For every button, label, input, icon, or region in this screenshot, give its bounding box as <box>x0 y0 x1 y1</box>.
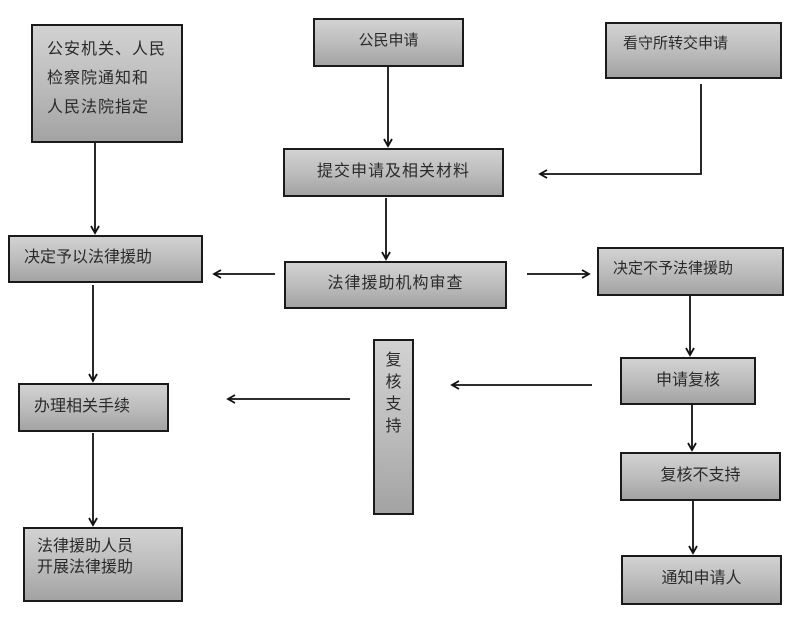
node-label: 决定不予法律援助 <box>613 259 734 277</box>
node-label: 申请复核 <box>655 370 720 389</box>
node-label: 法律援助机构审查 <box>327 273 464 292</box>
node-label: 看守所转交申请 <box>623 34 729 52</box>
node-line: 法律援助人员 <box>37 536 134 555</box>
node-line: 人民法院指定 <box>47 97 150 116</box>
node-label: 提交申请及相关材料 <box>316 161 470 180</box>
node-notify-applicant: 通知申请人 <box>621 555 782 605</box>
node-agency-review: 法律援助机构审查 <box>284 261 507 309</box>
node-detention-center-transfer: 看守所转交申请 <box>605 22 782 79</box>
arrow-detention-to-submit <box>538 84 702 179</box>
node-notified-by-authorities: 公安机关、人民 检察院通知和 人民法院指定 <box>31 24 183 143</box>
node-label: 办理相关手续 <box>34 396 131 415</box>
node-apply-review: 申请复核 <box>620 357 756 405</box>
node-line: 开展法律援助 <box>37 557 134 576</box>
node-label: 通知申请人 <box>661 568 742 587</box>
node-char: 持 <box>385 416 402 435</box>
node-char: 支 <box>385 394 402 413</box>
node-char: 核 <box>385 372 402 391</box>
node-aid-staff-provide: 法律援助人员 开展法律援助 <box>23 527 183 602</box>
node-char: 复 <box>385 350 402 369</box>
node-line: 检察院通知和 <box>47 68 150 87</box>
node-label: 决定予以法律援助 <box>24 247 153 266</box>
node-citizen-application: 公民申请 <box>313 18 464 67</box>
node-label: 复核不支持 <box>660 465 741 484</box>
node-review-not-supported: 复核不支持 <box>620 452 781 501</box>
node-decide-deny: 决定不予法律援助 <box>597 247 784 296</box>
node-submit-materials: 提交申请及相关材料 <box>283 148 504 197</box>
node-handle-procedures: 办理相关手续 <box>18 383 169 432</box>
node-review-supported: 复 核 支 持 <box>373 339 414 515</box>
node-decide-grant: 决定予以法律援助 <box>8 235 203 283</box>
node-label: 公民申请 <box>358 31 419 49</box>
node-line: 公安机关、人民 <box>47 39 167 58</box>
